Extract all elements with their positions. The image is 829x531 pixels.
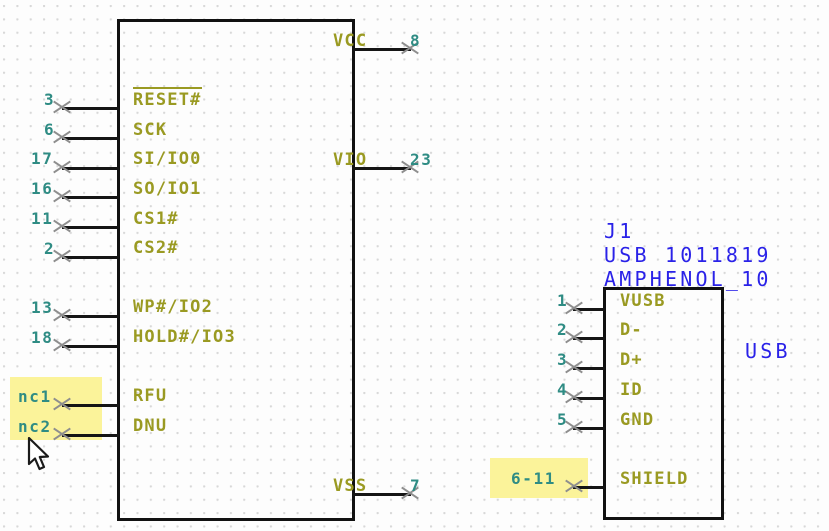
pin-number: 6-11 [511,469,556,488]
highlight-shield-pin [490,458,588,498]
pin-wire[interactable] [62,345,119,348]
pin-label: WP#/IO2 [133,297,214,317]
pin-number: 2 [44,239,56,258]
pin-wire[interactable] [353,48,411,51]
pin-number: 5 [557,410,569,429]
component-body-usb-connector[interactable] [603,287,724,520]
pin-label: RFU [133,386,168,406]
pin-wire[interactable] [353,167,411,170]
pin-wire[interactable] [62,256,119,259]
pin-number: 6 [44,120,56,139]
pin-label: VIO [333,150,368,170]
pin-wire[interactable] [353,493,411,496]
pin-wire[interactable] [62,137,119,140]
pin-wire[interactable] [62,167,119,170]
pin-label: GND [620,410,655,430]
pin-wire[interactable] [573,486,605,489]
pin-wire[interactable] [62,107,119,110]
pin-label: CS2# [133,238,179,258]
pin-number: 16 [31,179,54,198]
pin-label: SCK [133,120,168,140]
highlight-nc-pins [10,377,102,440]
pin-label: VUSB [620,291,666,311]
pin-label: CS1# [133,209,179,229]
usb-reference-designator: J1 [604,219,635,243]
pin-label: DNU [133,416,168,436]
pin-number: 11 [31,209,54,228]
pin-wire[interactable] [573,397,605,400]
pin-wire[interactable] [573,308,605,311]
pin-number: 17 [31,149,54,168]
pin-label: VSS [333,476,368,496]
arrow-pointer-icon [27,437,50,471]
pin-number: 8 [410,31,422,50]
pin-wire[interactable] [62,404,119,407]
pin-number: nc2 [18,417,52,436]
pin-wire[interactable] [62,196,119,199]
pin-number: 7 [410,476,422,495]
pin-wire[interactable] [573,427,605,430]
pin-number: 1 [557,291,569,310]
pin-wire[interactable] [62,434,119,437]
pin-label: HOLD#/IO3 [133,327,236,347]
usb-value-text: USB 1011819 [604,243,772,267]
pin-label: VCC [333,31,368,51]
usb-side-label: USB [745,339,791,363]
pin-label: SI/IO0 [133,149,202,169]
pin-number: 3 [557,350,569,369]
pin-number: 2 [557,320,569,339]
pin-label: D- [620,320,643,340]
pin-number: 4 [557,380,569,399]
pin-number: nc1 [18,387,52,406]
pin-number: 18 [31,328,54,347]
component-body-memory-chip[interactable] [117,19,355,521]
pin-number: 13 [31,298,54,317]
pin-label: RESET# [133,87,202,110]
pin-label: ID [620,380,643,400]
usb-footprint-text: AMPHENOL_10 [604,267,772,291]
pin-wire[interactable] [573,367,605,370]
pin-wire[interactable] [62,226,119,229]
pin-label: SO/IO1 [133,179,202,199]
pin-number: 23 [410,150,433,169]
pin-label: D+ [620,350,643,370]
pin-wire[interactable] [573,337,605,340]
pin-wire[interactable] [62,315,119,318]
pin-number: 3 [44,90,56,109]
pin-label: SHIELD [620,469,689,489]
